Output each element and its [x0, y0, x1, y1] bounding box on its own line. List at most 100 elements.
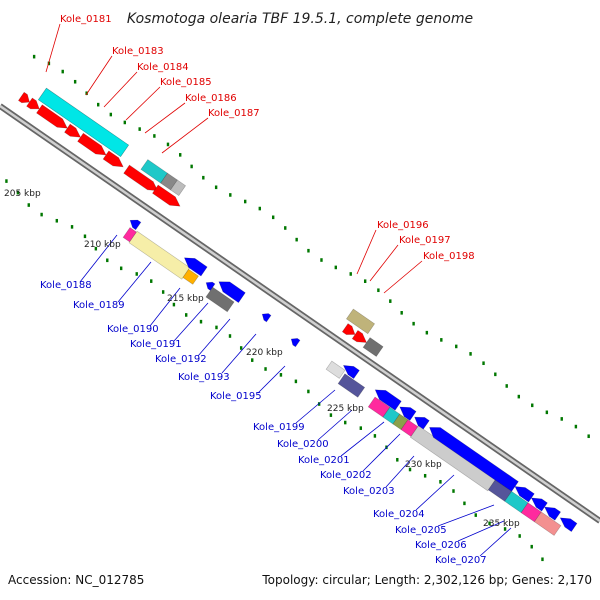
gene-feature[interactable]	[17, 91, 30, 104]
gc-dot	[373, 434, 377, 438]
leader-line	[125, 86, 161, 121]
gene-feature[interactable]	[374, 389, 402, 411]
gene-feature[interactable]	[337, 373, 366, 398]
gene-label[interactable]: Kole_0199	[253, 422, 305, 433]
leader-line	[437, 504, 495, 527]
gene-label[interactable]: Kole_0196	[377, 220, 429, 231]
gene-label[interactable]: Kole_0203	[343, 486, 395, 497]
gc-dot	[138, 127, 141, 131]
gc-dot	[320, 258, 323, 262]
gene-feature[interactable]	[36, 104, 68, 129]
gc-dot	[258, 206, 261, 211]
leader-line	[356, 229, 377, 275]
gc-dot	[199, 319, 203, 324]
leader-line	[197, 318, 231, 357]
gc-dot	[244, 199, 247, 204]
gene-feature[interactable]	[341, 323, 356, 335]
gene-label[interactable]: Kole_0183	[112, 46, 164, 57]
gc-dot	[97, 102, 100, 107]
gc-dot	[349, 272, 352, 276]
gene-feature[interactable]	[102, 150, 124, 168]
leader-line	[103, 71, 138, 108]
gene-feature[interactable]	[182, 268, 199, 285]
gc-dot	[83, 234, 87, 239]
gene-feature[interactable]	[261, 313, 272, 323]
leader-line	[79, 234, 118, 283]
gene-feature[interactable]	[170, 179, 187, 197]
gene-label[interactable]: Kole_0191	[130, 339, 182, 350]
gene-feature[interactable]	[530, 497, 548, 512]
gene-label[interactable]: Kole_0207	[435, 555, 487, 566]
gc-dot	[123, 120, 127, 125]
leader-line	[385, 455, 415, 488]
gene-feature[interactable]	[544, 506, 562, 521]
gene-feature[interactable]	[77, 132, 107, 156]
gene-label[interactable]: Kole_0190	[107, 324, 159, 335]
gene-feature[interactable]	[429, 427, 519, 492]
gene-feature[interactable]	[342, 365, 360, 380]
gc-dot	[377, 288, 380, 293]
gene-feature[interactable]	[205, 286, 235, 313]
gene-feature[interactable]	[325, 360, 346, 379]
gene-label[interactable]: Kole_0205	[395, 525, 447, 536]
gene-label[interactable]: Kole_0181	[60, 14, 112, 25]
gene-feature[interactable]	[559, 517, 578, 533]
label-leader-lines	[45, 23, 512, 557]
gc-dot	[70, 225, 74, 229]
gene-feature[interactable]	[362, 337, 384, 357]
gene-feature[interactable]	[205, 281, 216, 291]
gene-label[interactable]: Kole_0186	[185, 93, 237, 104]
gene-label[interactable]: Kole_0206	[415, 540, 467, 551]
gene-label[interactable]: Kole_0187	[208, 108, 260, 119]
tick-label: 225 kbp	[327, 404, 364, 414]
leader-line	[85, 55, 113, 96]
gene-label[interactable]: Kole_0201	[298, 455, 350, 466]
leader-line	[317, 409, 353, 441]
tick-label: 210 kbp	[84, 240, 121, 250]
gc-dot	[284, 226, 287, 230]
gene-label[interactable]: Kole_0184	[137, 62, 189, 73]
gc-dot	[463, 501, 466, 506]
gc-dot	[412, 321, 415, 326]
gene-feature[interactable]	[290, 338, 301, 348]
gene-label[interactable]: Kole_0195	[210, 391, 262, 402]
gene-label[interactable]: Kole_0200	[277, 439, 329, 450]
gene-feature[interactable]	[400, 419, 419, 437]
gene-label[interactable]: Kole_0185	[160, 77, 212, 88]
gene-label[interactable]: Kole_0202	[320, 470, 372, 481]
gene-feature[interactable]	[218, 281, 246, 304]
gene-label[interactable]: Kole_0198	[423, 251, 475, 262]
leader-line	[45, 23, 61, 73]
gc-dot	[106, 258, 109, 263]
gene-label[interactable]: Kole_0193	[178, 372, 230, 383]
gene-feature[interactable]	[183, 257, 208, 277]
gene-label[interactable]: Kole_0192	[155, 354, 207, 365]
gene-label[interactable]: Kole_0189	[73, 300, 125, 311]
gc-dot	[530, 544, 533, 549]
gene-feature[interactable]	[37, 87, 130, 158]
gene-label[interactable]: Kole_0197	[399, 235, 451, 246]
gene-feature[interactable]	[26, 97, 40, 110]
gene-feature[interactable]	[129, 219, 142, 231]
gc-dot	[440, 338, 443, 342]
gene-feature[interactable]	[123, 164, 159, 192]
gene-label[interactable]: Kole_0204	[373, 509, 425, 520]
leader-line	[149, 287, 181, 327]
gene-feature[interactable]	[533, 511, 562, 536]
gene-feature[interactable]	[128, 230, 191, 280]
gene-feature[interactable]	[345, 308, 376, 335]
gc-dot	[295, 237, 298, 242]
gene-feature[interactable]	[64, 123, 82, 138]
gc-dot	[109, 112, 113, 117]
gene-label[interactable]: Kole_0188	[40, 280, 92, 291]
gene-feature[interactable]	[514, 486, 535, 503]
gc-dot	[239, 346, 243, 350]
gene-feature[interactable]	[351, 329, 367, 343]
gene-feature[interactable]	[399, 406, 417, 421]
gc-dot	[425, 330, 429, 335]
gc-dot	[334, 265, 337, 270]
gene-feature[interactable]	[152, 184, 181, 207]
gc-dot	[408, 467, 412, 472]
gc-dot	[190, 164, 193, 169]
gc-dot	[16, 190, 20, 195]
